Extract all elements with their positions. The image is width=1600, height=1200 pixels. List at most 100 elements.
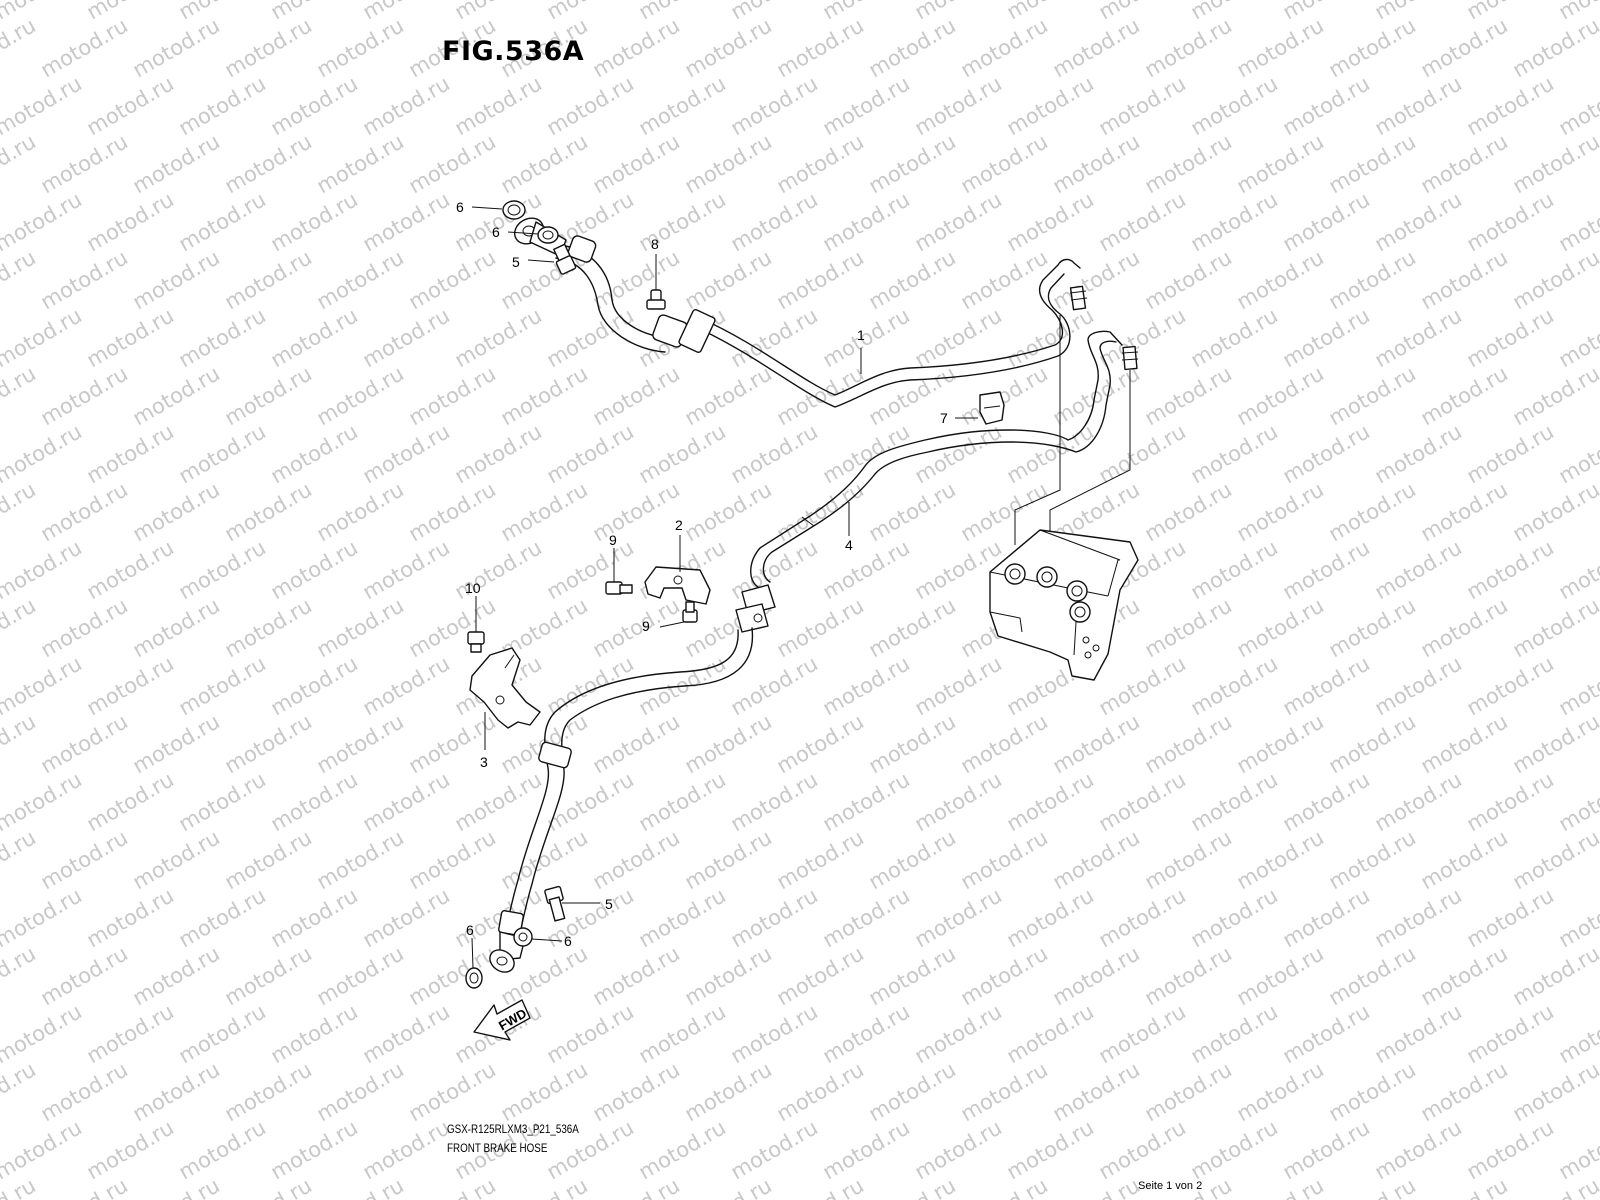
- watermark-text: motod.ru: [681, 361, 776, 430]
- watermark-text: motod.ru: [911, 0, 1006, 24]
- watermark-text: motod.ru: [589, 129, 684, 198]
- watermark-text: motod.ru: [957, 825, 1052, 894]
- watermark-text: motod.ru: [221, 593, 316, 662]
- watermark-text: motod.ru: [359, 883, 454, 952]
- watermark-text: motod.ru: [359, 999, 454, 1068]
- watermark-text: motod.ru: [129, 245, 224, 314]
- watermark-text: motod.ru: [1141, 245, 1236, 314]
- watermark-text: motod.ru: [727, 0, 822, 24]
- watermark-text: motod.ru: [1233, 361, 1328, 430]
- watermark-text: motod.ru: [0, 0, 86, 24]
- watermark-text: motod.ru: [1417, 1057, 1512, 1126]
- watermark-text: motod.ru: [1371, 419, 1466, 488]
- watermark-text: motod.ru: [1371, 535, 1466, 604]
- callout-1: 1: [857, 327, 865, 343]
- watermark-text: motod.ru: [589, 245, 684, 314]
- watermark-text: motod.ru: [0, 129, 40, 198]
- watermark-text: motod.ru: [83, 71, 178, 140]
- callout-10: 10: [465, 580, 481, 596]
- watermark-text: motod.ru: [37, 129, 132, 198]
- watermark-text: motod.ru: [1279, 535, 1374, 604]
- watermark-text: motod.ru: [0, 13, 40, 82]
- watermark-text: motod.ru: [1003, 999, 1098, 1068]
- watermark-text: motod.ru: [865, 593, 960, 662]
- watermark-text: motod.ru: [37, 593, 132, 662]
- watermark-text: motod.ru: [359, 651, 454, 720]
- watermark-text: motod.ru: [1049, 941, 1144, 1010]
- watermark-text: motod.ru: [1233, 1057, 1328, 1126]
- watermark-text: motod.ru: [37, 245, 132, 314]
- callouts: 1 2 3 4 5 5 6 6 6 6 7 8 9 9 10: [456, 199, 948, 949]
- watermark-text: motod.ru: [83, 999, 178, 1068]
- watermark-text: motod.ru: [1509, 1057, 1600, 1126]
- watermark-text: motod.ru: [175, 419, 270, 488]
- watermark-text: motod.ru: [83, 303, 178, 372]
- watermark-text: motod.ru: [405, 941, 500, 1010]
- watermark-text: motod.ru: [1141, 825, 1236, 894]
- watermark-text: motod.ru: [589, 1173, 684, 1200]
- watermark-text: motod.ru: [359, 0, 454, 24]
- watermark-text: motod.ru: [1279, 303, 1374, 372]
- watermark-text: motod.ru: [1003, 1115, 1098, 1184]
- watermark-text: motod.ru: [267, 883, 362, 952]
- watermark-text: motod.ru: [1049, 1173, 1144, 1200]
- watermark-text: motod.ru: [405, 825, 500, 894]
- watermark-text: motod.ru: [0, 651, 86, 720]
- hose-upper-segment: [555, 235, 716, 354]
- watermark-text: motod.ru: [681, 1057, 776, 1126]
- watermark-text: motod.ru: [1463, 419, 1558, 488]
- callout-7: 7: [940, 410, 948, 426]
- watermark-text: motod.ru: [819, 71, 914, 140]
- watermark-text: motod.ru: [0, 593, 40, 662]
- watermark-text: motod.ru: [221, 1173, 316, 1200]
- watermark-text: motod.ru: [1187, 651, 1282, 720]
- callout-9b: 9: [642, 618, 650, 634]
- watermark-text: motod.ru: [1509, 477, 1600, 546]
- watermark-text: motod.ru: [1325, 941, 1420, 1010]
- watermark-text: motod.ru: [1141, 477, 1236, 546]
- watermark-text: motod.ru: [773, 245, 868, 314]
- watermark-text: motod.ru: [865, 709, 960, 778]
- watermark-text: motod.ru: [727, 651, 822, 720]
- watermark-text: motod.ru: [129, 825, 224, 894]
- watermark-text: motod.ru: [635, 71, 730, 140]
- washer-6b: [507, 226, 559, 244]
- watermark-text: motod.ru: [1509, 709, 1600, 778]
- watermark-text: motod.ru: [0, 1057, 40, 1126]
- watermark-text: motod.ru: [1279, 651, 1374, 720]
- watermark-text: motod.ru: [129, 941, 224, 1010]
- watermark-text: motod.ru: [1555, 883, 1600, 952]
- watermark-text: motod.ru: [0, 999, 86, 1068]
- watermark-text: motod.ru: [819, 0, 914, 24]
- watermark-text: motod.ru: [313, 825, 408, 894]
- watermark-text: motod.ru: [1187, 535, 1282, 604]
- watermark-text: motod.ru: [37, 477, 132, 546]
- watermark-text: motod.ru: [865, 129, 960, 198]
- watermark-text: motod.ru: [1141, 593, 1236, 662]
- watermark-text: motod.ru: [1095, 883, 1190, 952]
- watermark-text: motod.ru: [865, 1173, 960, 1200]
- watermark-text: motod.ru: [451, 767, 546, 836]
- watermark-text: motod.ru: [129, 709, 224, 778]
- watermark-text: motod.ru: [405, 361, 500, 430]
- watermark-text: motod.ru: [1095, 0, 1190, 24]
- watermark-text: motod.ru: [83, 187, 178, 256]
- watermark-text: motod.ru: [589, 1057, 684, 1126]
- watermark-text: motod.ru: [175, 1115, 270, 1184]
- watermark-text: motod.ru: [1279, 1115, 1374, 1184]
- watermark-text: motod.ru: [221, 245, 316, 314]
- watermark-text: motod.ru: [1371, 0, 1466, 24]
- watermark-text: motod.ru: [175, 187, 270, 256]
- watermark-text: motod.ru: [1187, 419, 1282, 488]
- watermark-text: motod.ru: [957, 1173, 1052, 1200]
- watermark-text: motod.ru: [267, 999, 362, 1068]
- watermark-text: motod.ru: [1141, 361, 1236, 430]
- watermark-text: motod.ru: [727, 883, 822, 952]
- watermark-text: motod.ru: [175, 0, 270, 24]
- watermark-text: motod.ru: [957, 1057, 1052, 1126]
- watermark-text: motod.ru: [727, 71, 822, 140]
- watermark-text: motod.ru: [83, 651, 178, 720]
- watermark-text: motod.ru: [681, 477, 776, 546]
- watermark-text: motod.ru: [1049, 129, 1144, 198]
- watermark-text: motod.ru: [1325, 361, 1420, 430]
